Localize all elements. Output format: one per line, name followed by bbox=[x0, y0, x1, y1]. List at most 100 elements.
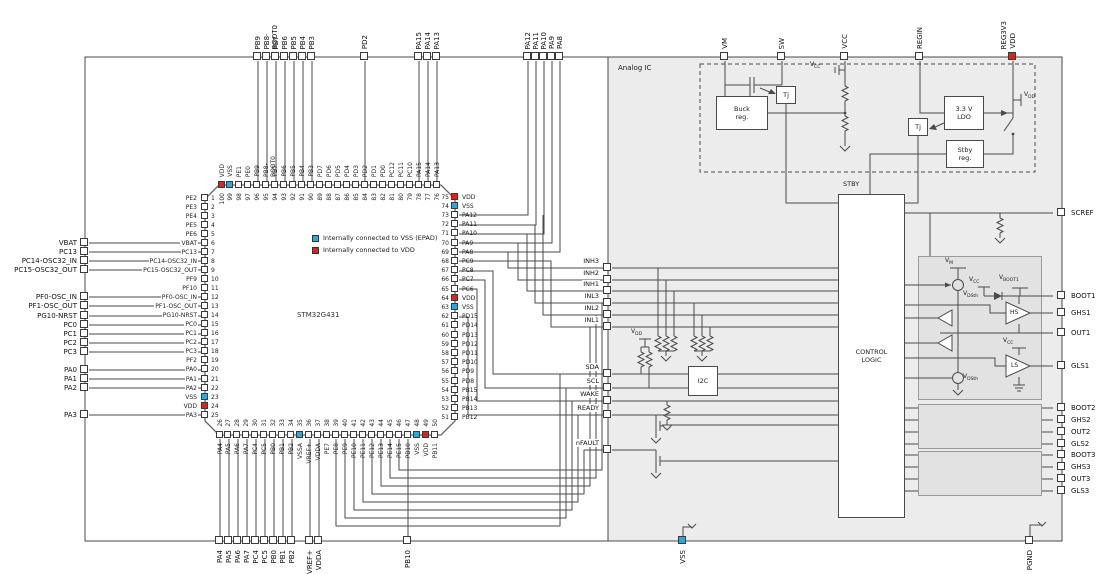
connector-label: PA12 bbox=[524, 31, 532, 49]
pin-name: PE7 bbox=[324, 443, 332, 455]
ls-wires bbox=[1018, 365, 1053, 385]
pin-name: PD4 bbox=[343, 164, 351, 177]
power-mgmt-dashed-box bbox=[699, 63, 1036, 173]
pin-name: PB3 bbox=[308, 165, 316, 177]
pin-square bbox=[200, 347, 208, 355]
pin-square bbox=[450, 210, 458, 218]
pin-square bbox=[298, 180, 306, 188]
pin-square bbox=[450, 358, 458, 366]
scref-wire bbox=[905, 212, 1053, 256]
analog-input-lines bbox=[612, 267, 838, 462]
gnd-scref bbox=[994, 237, 1006, 244]
pin-square bbox=[385, 430, 393, 438]
analog-pin-label: WAKE bbox=[579, 390, 600, 398]
pin-square bbox=[226, 180, 234, 188]
pin-name: PF1-OSC_OUT bbox=[154, 303, 198, 311]
connector-label: VDDA bbox=[315, 550, 323, 571]
pin-name: PE2 bbox=[184, 194, 198, 202]
pin-square bbox=[450, 367, 458, 375]
connector-square bbox=[314, 536, 322, 544]
pin-square bbox=[421, 430, 429, 438]
pin-number: 69 bbox=[441, 248, 449, 256]
pin-name: PC13 bbox=[180, 248, 198, 256]
pin-number: 28 bbox=[234, 419, 242, 427]
switch-node-dot bbox=[1011, 132, 1015, 136]
pin-square bbox=[351, 180, 359, 188]
pin-square bbox=[450, 348, 458, 356]
pin-name: VSS bbox=[462, 303, 474, 311]
pin-number: 16 bbox=[211, 330, 219, 338]
connector-label: PB3 bbox=[308, 35, 316, 49]
pin-square bbox=[200, 293, 208, 301]
pin-square bbox=[450, 229, 458, 237]
vm-net-label: VM bbox=[945, 257, 953, 267]
vboot1-bar bbox=[1012, 287, 1028, 296]
comparator2 bbox=[936, 334, 953, 352]
tj-arrowhead1 bbox=[768, 89, 776, 94]
pin-number: 18 bbox=[211, 348, 219, 356]
pin-number: 75 bbox=[441, 193, 449, 201]
connector-label: PB7 bbox=[272, 35, 280, 49]
pin-number: 38 bbox=[324, 419, 332, 427]
pin-name: PD9 bbox=[462, 368, 475, 376]
hs-buffer bbox=[1005, 301, 1032, 325]
pin-name: VDD bbox=[462, 294, 476, 302]
analog-pin-label: INH3 bbox=[582, 257, 600, 265]
connector-label: PC4 bbox=[252, 550, 260, 564]
analog-pin-label: INH1 bbox=[582, 280, 600, 288]
fb-node-dot bbox=[843, 111, 847, 115]
analog-pin-label: OUT2 bbox=[1071, 427, 1091, 436]
connector-label: PC13 bbox=[58, 247, 77, 256]
connector-square bbox=[305, 536, 313, 544]
pin-name: PC7 bbox=[462, 276, 474, 284]
pin-name: PF2 bbox=[185, 357, 198, 365]
pin-number: 40 bbox=[341, 419, 349, 427]
gnd-vds bbox=[952, 389, 964, 396]
pin-number: 80 bbox=[397, 193, 405, 201]
pin-number: 20 bbox=[211, 366, 219, 374]
analog-pin-label: INH2 bbox=[582, 269, 600, 277]
pin-number: 34 bbox=[288, 419, 296, 427]
connector-label: PD2 bbox=[361, 34, 369, 49]
pin-name: VDD bbox=[462, 193, 476, 201]
pin-square bbox=[235, 180, 243, 188]
pin-square bbox=[450, 266, 458, 274]
pin-square bbox=[200, 320, 208, 328]
pin-number: 26 bbox=[216, 419, 224, 427]
pin-name: PE10 bbox=[350, 443, 358, 459]
pin-number: 70 bbox=[441, 239, 449, 247]
ldo-block: 3.3 V LDO bbox=[944, 96, 984, 130]
pin-number: 85 bbox=[352, 193, 360, 201]
connector-label: PC2 bbox=[63, 338, 77, 347]
pin-name: PE13 bbox=[377, 443, 385, 459]
connector-square bbox=[80, 365, 88, 373]
feed-arrowhead bbox=[945, 282, 951, 288]
legend-row: Internally connected to VDD bbox=[312, 246, 415, 254]
analog-pin-label: nFAULT bbox=[574, 439, 600, 447]
analog-pin-square bbox=[603, 298, 611, 306]
pin-name: PB14 bbox=[462, 395, 478, 403]
analog-pin-label-2: REG3V3 bbox=[1000, 20, 1008, 49]
analog-pin-label: VM bbox=[721, 38, 729, 49]
pin-number: 29 bbox=[243, 419, 251, 427]
connector-square bbox=[539, 52, 547, 60]
pin-number: 58 bbox=[441, 349, 449, 357]
analog-pin-square bbox=[1057, 474, 1065, 482]
pin-square bbox=[217, 180, 225, 188]
comparator1 bbox=[936, 309, 953, 327]
pin-square bbox=[450, 330, 458, 338]
pin-name: PE15 bbox=[395, 443, 403, 459]
analog-pin-label: READY bbox=[576, 404, 600, 412]
vm-bar-stage1 bbox=[950, 267, 966, 390]
legend-text: Internally connected to VDD bbox=[323, 246, 415, 254]
connector-label: PA8 bbox=[556, 35, 564, 49]
pin-square bbox=[340, 430, 348, 438]
ls-buffer bbox=[1005, 354, 1032, 378]
connector-label: PA3 bbox=[63, 410, 77, 419]
connector-label: PA1 bbox=[63, 374, 77, 383]
pin-square bbox=[314, 430, 322, 438]
pin-number: 66 bbox=[441, 276, 449, 284]
pin-name: PC1 bbox=[184, 330, 198, 338]
stby-label-1: Stby bbox=[957, 146, 973, 154]
analog-pin-label: GLS3 bbox=[1071, 486, 1090, 495]
